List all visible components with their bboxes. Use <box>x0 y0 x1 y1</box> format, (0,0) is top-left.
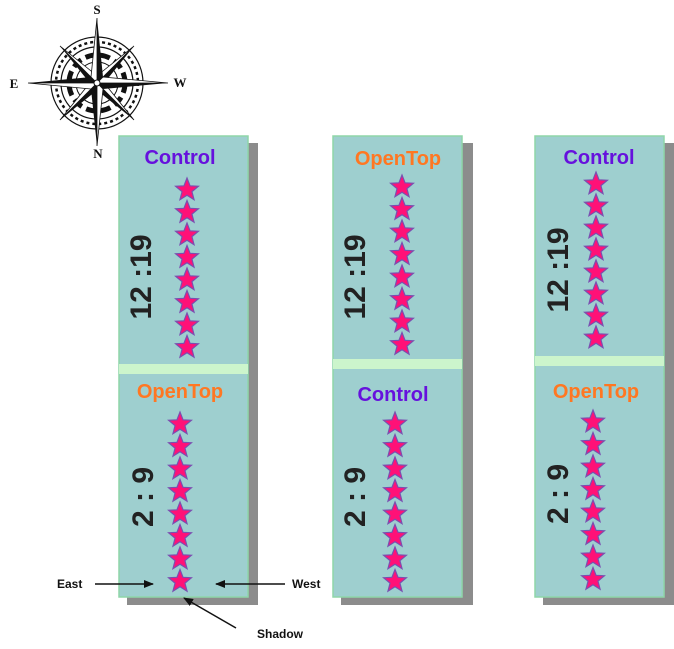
column-divider <box>535 356 664 366</box>
top-star-column <box>389 173 415 356</box>
star-marker-icon <box>382 545 408 571</box>
star-marker-icon <box>167 522 193 548</box>
bottom-star-column <box>382 410 408 593</box>
star-marker-icon <box>382 477 408 503</box>
star-marker-icon <box>580 543 606 569</box>
top-star-column <box>583 170 609 350</box>
top-plot-ratio: 12 :19 <box>339 234 372 319</box>
star-marker-icon <box>382 455 408 481</box>
star-marker-icon <box>389 240 415 266</box>
star-marker-icon <box>174 198 200 224</box>
star-marker-icon <box>167 410 193 436</box>
top-star-column <box>174 176 200 359</box>
bottom-plot-label: OpenTop <box>553 381 639 403</box>
column-3: Control 12 :19 OpenTop 2 : 9 <box>534 135 674 605</box>
star-marker-icon <box>382 410 408 436</box>
top-plot-ratio: 12 :19 <box>542 227 575 312</box>
bottom-plot-ratio: 2 : 9 <box>542 464 575 524</box>
star-marker-icon <box>580 430 606 456</box>
top-plot-label: OpenTop <box>355 148 441 170</box>
star-marker-icon <box>174 266 200 292</box>
bottom-star-column <box>580 408 606 591</box>
star-marker-icon <box>583 280 609 306</box>
top-plot-ratio: 12 :19 <box>125 234 158 319</box>
star-marker-icon <box>583 236 609 262</box>
star-marker-icon <box>580 498 606 524</box>
star-marker-icon <box>580 453 606 479</box>
star-marker-icon <box>174 311 200 337</box>
star-marker-icon <box>389 218 415 244</box>
star-marker-icon <box>389 308 415 334</box>
star-marker-icon <box>583 258 609 284</box>
top-plot-label: Control <box>144 147 215 169</box>
compass-north-label: N <box>93 146 103 161</box>
column-divider <box>119 364 248 374</box>
shadow-arrow <box>183 597 237 629</box>
star-marker-icon <box>389 195 415 221</box>
shadow-annotation-label: Shadow <box>257 627 304 641</box>
star-marker-icon <box>167 455 193 481</box>
star-marker-icon <box>580 520 606 546</box>
bottom-star-column <box>167 410 193 593</box>
star-marker-icon <box>583 192 609 218</box>
top-plot-label: Control <box>563 147 634 169</box>
star-marker-icon <box>382 432 408 458</box>
east-annotation-label: East <box>57 577 82 591</box>
star-marker-icon <box>583 170 609 196</box>
compass-rose-icon <box>27 17 169 147</box>
column-1: Control 12 :19 OpenTop 2 : 9 <box>118 135 258 605</box>
star-marker-icon <box>389 330 415 356</box>
star-marker-icon <box>580 565 606 591</box>
column-2: OpenTop 12 :19 Control 2 : 9 <box>332 135 473 605</box>
star-marker-icon <box>580 475 606 501</box>
star-marker-icon <box>174 176 200 202</box>
bottom-plot-ratio: 2 : 9 <box>127 467 160 527</box>
star-marker-icon <box>174 221 200 247</box>
column-divider <box>333 359 462 369</box>
star-marker-icon <box>382 567 408 593</box>
west-annotation-label: West <box>292 577 320 591</box>
star-marker-icon <box>580 408 606 434</box>
star-marker-icon <box>167 500 193 526</box>
bottom-plot-label: Control <box>357 384 428 406</box>
compass-south-label: S <box>93 2 100 17</box>
star-marker-icon <box>389 285 415 311</box>
star-marker-icon <box>382 500 408 526</box>
star-marker-icon <box>382 522 408 548</box>
star-marker-icon <box>174 333 200 359</box>
compass-west-label: W <box>174 75 187 90</box>
bottom-plot-label: OpenTop <box>137 381 223 403</box>
star-marker-icon <box>583 214 609 240</box>
star-marker-icon <box>167 432 193 458</box>
bottom-plot-ratio: 2 : 9 <box>339 467 372 527</box>
compass-east-label: E <box>10 76 19 91</box>
star-marker-icon <box>389 173 415 199</box>
star-marker-icon <box>167 567 193 593</box>
star-marker-icon <box>583 302 609 328</box>
star-marker-icon <box>174 243 200 269</box>
star-marker-icon <box>583 324 609 350</box>
star-marker-icon <box>174 288 200 314</box>
star-marker-icon <box>167 477 193 503</box>
star-marker-icon <box>389 263 415 289</box>
star-marker-icon <box>167 545 193 571</box>
